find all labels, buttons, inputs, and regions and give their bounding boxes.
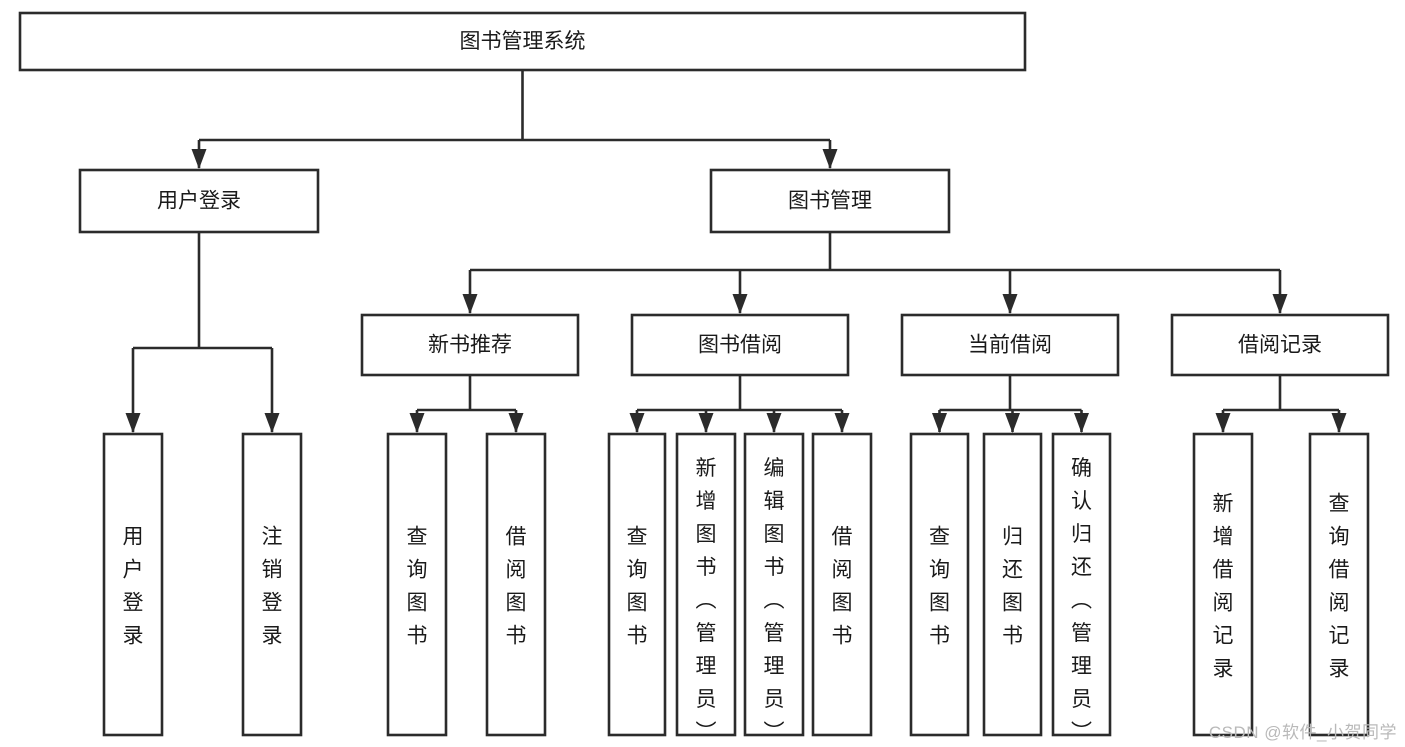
node-leaf-user-logout[interactable]: 注销登录 [241, 432, 303, 737]
node-leaf-rec-add-record[interactable]: 新增借阅记录 [1192, 432, 1254, 737]
node-book-manage[interactable]: 图书管理 [709, 168, 951, 234]
node-user-login[interactable]: 用户登录 [78, 168, 320, 234]
node-leaf-borrow-add-book[interactable]: 新增图书︵管理员︶ [675, 432, 737, 744]
node-leaf-cur-query-book-box[interactable] [909, 432, 970, 737]
node-leaf-rec-query-record[interactable]: 查询借阅记录 [1308, 432, 1370, 737]
node-new-book-recommend-box[interactable] [360, 313, 580, 377]
node-leaf-rec-borrow-book[interactable]: 借阅图书 [485, 432, 547, 737]
node-leaf-user-logout-box[interactable] [241, 432, 303, 737]
node-leaf-user-logout-label: 注销登录 [262, 526, 283, 648]
node-leaf-cur-return-book-label: 归还图书 [1002, 526, 1023, 648]
node-book-borrow-label: 图书借阅 [698, 334, 782, 357]
node-leaf-borrow-add-book-box[interactable] [675, 432, 737, 737]
node-borrow-record-label: 借阅记录 [1238, 334, 1322, 357]
node-leaf-user-login-label: 用户登录 [123, 526, 144, 648]
node-new-book-recommend-label: 新书推荐 [428, 334, 512, 357]
node-root-system-label: 图书管理系统 [460, 30, 586, 53]
node-leaf-cur-query-book[interactable]: 查询图书 [909, 432, 970, 737]
node-leaf-borrow-edit-book[interactable]: 编辑图书︵管理员︶ [743, 432, 805, 744]
node-leaf-borrow-edit-book-label: 编辑图书︵管理员︶ [764, 457, 785, 744]
node-leaf-borrow-borrow-book-box[interactable] [811, 432, 873, 737]
node-leaf-borrow-borrow-book[interactable]: 借阅图书 [811, 432, 873, 737]
node-leaf-cur-return-book[interactable]: 归还图书 [982, 432, 1043, 737]
node-new-book-recommend[interactable]: 新书推荐 [360, 313, 580, 377]
node-current-borrow-label: 当前借阅 [968, 334, 1052, 357]
node-leaf-cur-confirm-return-label: 确认归还︵管理员︶ [1071, 457, 1092, 744]
node-leaf-cur-query-book-label: 查询图书 [929, 526, 950, 648]
node-user-login-label: 用户登录 [157, 190, 241, 213]
node-leaf-user-login-box[interactable] [102, 432, 164, 737]
node-leaf-rec-add-record-box[interactable] [1192, 432, 1254, 737]
node-leaf-borrow-edit-book-box[interactable] [743, 432, 805, 737]
node-current-borrow[interactable]: 当前借阅 [900, 313, 1120, 377]
node-book-borrow-box[interactable] [630, 313, 850, 377]
node-book-manage-box[interactable] [709, 168, 951, 234]
node-leaf-cur-confirm-return[interactable]: 确认归还︵管理员︶ [1051, 432, 1112, 744]
node-borrow-record-box[interactable] [1170, 313, 1390, 377]
node-layer: 图书管理系统用户登录图书管理新书推荐图书借阅当前借阅借阅记录用户登录注销登录查询… [18, 11, 1390, 744]
node-root-system[interactable]: 图书管理系统 [18, 11, 1027, 72]
node-leaf-rec-borrow-book-box[interactable] [485, 432, 547, 737]
node-leaf-borrow-borrow-book-label: 借阅图书 [832, 526, 853, 648]
node-book-borrow[interactable]: 图书借阅 [630, 313, 850, 377]
node-current-borrow-box[interactable] [900, 313, 1120, 377]
node-leaf-cur-confirm-return-box[interactable] [1051, 432, 1112, 737]
connector-layer [125, 70, 1347, 433]
node-leaf-rec-borrow-book-label: 借阅图书 [506, 526, 527, 648]
node-leaf-borrow-query-book-label: 查询图书 [627, 526, 648, 648]
node-leaf-rec-query-record-box[interactable] [1308, 432, 1370, 737]
node-borrow-record[interactable]: 借阅记录 [1170, 313, 1390, 377]
node-leaf-borrow-query-book-box[interactable] [607, 432, 667, 737]
node-leaf-rec-query-book-label: 查询图书 [407, 526, 428, 648]
node-leaf-borrow-add-book-label: 新增图书︵管理员︶ [696, 457, 717, 744]
node-book-manage-label: 图书管理 [788, 190, 872, 213]
node-leaf-rec-query-record-label: 查询借阅记录 [1329, 493, 1350, 681]
node-user-login-box[interactable] [78, 168, 320, 234]
node-root-system-box[interactable] [18, 11, 1027, 72]
node-leaf-rec-add-record-label: 新增借阅记录 [1213, 493, 1234, 681]
node-leaf-borrow-query-book[interactable]: 查询图书 [607, 432, 667, 737]
node-leaf-cur-return-book-box[interactable] [982, 432, 1043, 737]
node-leaf-user-login[interactable]: 用户登录 [102, 432, 164, 737]
node-leaf-rec-query-book[interactable]: 查询图书 [386, 432, 448, 737]
node-leaf-rec-query-book-box[interactable] [386, 432, 448, 737]
